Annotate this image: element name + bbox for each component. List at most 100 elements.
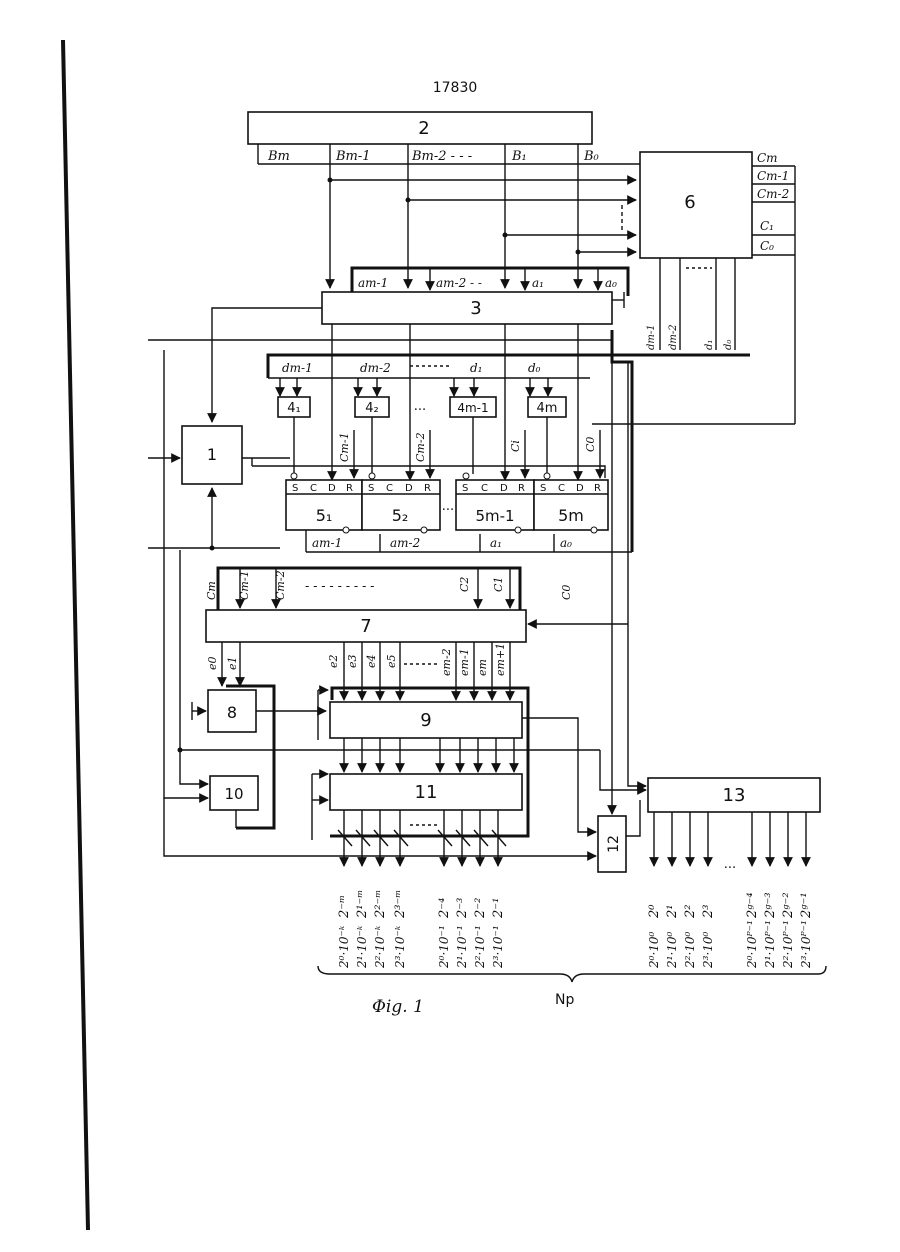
label-5-a0: a₀ <box>560 536 572 550</box>
label-6-c1: C₁ <box>760 219 774 233</box>
label-7-c0: C0 <box>560 585 573 600</box>
block-11-label: 11 <box>415 782 438 803</box>
output-label-right-power-3: 2³ <box>701 905 716 919</box>
label-5-a1: a₁ <box>490 536 502 550</box>
block-8-label: 8 <box>227 703 237 722</box>
figure-caption: Φig. 1 <box>372 997 424 1017</box>
output-label-left-scaled-7: 2³·10⁻¹ <box>491 925 505 969</box>
ff4-d: D <box>576 483 584 494</box>
label-bm-1: Bm-1 <box>335 149 371 164</box>
output-label-right-scaled-4: 2⁰·10ᴾ⁻¹ <box>745 920 759 969</box>
output-label-right-scaled-1: 2¹·10⁰ <box>665 931 679 969</box>
output-label-right-power-1: 2¹ <box>665 905 680 919</box>
label-5-cm-1: Cm-1 <box>338 432 351 462</box>
label-3-a0: a₀ <box>605 276 617 290</box>
output-label-right-scaled-5: 2¹·10ᴾ⁻¹ <box>763 920 777 969</box>
output-label-left-power-4: 2⁻⁴ <box>437 898 452 919</box>
ff2-r: R <box>424 483 431 494</box>
label-d1: d₁ <box>470 361 483 375</box>
block-12-label: 12 <box>606 835 622 853</box>
block-9-label: 9 <box>420 710 431 731</box>
label-5-ci: Ci <box>509 440 522 452</box>
block-4-1-label: 4₁ <box>287 401 300 416</box>
ff1-s: S <box>292 483 298 494</box>
block-5-m-label: 5m <box>558 506 584 525</box>
label-d0: d₀ <box>528 361 541 375</box>
block-10-label: 10 <box>224 785 243 803</box>
output-label-left-power-7: 2⁻¹ <box>491 898 506 919</box>
label-6-dm-2: dm-2 <box>668 324 679 350</box>
ff2-d: D <box>405 483 413 494</box>
output-label-left-power-0: 2⁻ᵐ <box>337 895 352 919</box>
label-e3: e3 <box>346 654 359 668</box>
page-edge-line <box>63 40 88 1230</box>
block-6-label: 6 <box>684 192 695 213</box>
block-7-label: 7 <box>360 616 371 637</box>
output-label-np: Np <box>555 992 574 1008</box>
label-5-cm-2: Cm-2 <box>414 432 427 462</box>
block-1-label: 1 <box>207 445 217 464</box>
output-label-left-scaled-3: 2³·10⁻ᵏ <box>393 925 407 969</box>
block-3 <box>322 292 612 324</box>
output-label-right-power-2: 2² <box>683 905 698 919</box>
output-label-left-scaled-0: 2⁰·10⁻ᵏ <box>337 925 351 969</box>
ff3-s: S <box>462 483 468 494</box>
label-6-d0: d₀ <box>723 340 734 350</box>
label-3-a1: a₁ <box>532 276 544 290</box>
label-em-1: em-1 <box>458 648 471 676</box>
label-dm-1: dm-1 <box>282 361 313 375</box>
page-number: 17830 <box>433 80 478 96</box>
label-em-plus-1: em+1 <box>494 643 507 676</box>
label-e2: e2 <box>327 654 340 668</box>
label-7-c1: C1 <box>492 577 505 592</box>
label-e4: e4 <box>365 654 378 668</box>
block-4-2-label: 4₂ <box>365 401 378 416</box>
output-label-right-power-6: 2ᵍ⁻² <box>781 892 796 919</box>
label-6-dm-1: dm-1 <box>646 324 657 350</box>
label-5-am-1: am-1 <box>312 536 342 550</box>
output-label-left-scaled-4: 2⁰·10⁻¹ <box>437 925 451 969</box>
label-6-cm-1: Cm-1 <box>757 169 789 183</box>
label-e1: e1 <box>226 656 239 670</box>
label-dm-2: dm-2 <box>360 361 391 375</box>
label-6-cm-2: Cm-2 <box>757 187 789 201</box>
label-6-cm: Cm <box>757 151 778 165</box>
ff3-d: D <box>500 483 508 494</box>
block-5-1-label: 5₁ <box>316 506 333 525</box>
output-label-right-power-5: 2ᵍ⁻³ <box>763 892 778 919</box>
output-label-right-scaled-6: 2²·10ᴾ⁻¹ <box>781 920 795 969</box>
output-label-left-power-5: 2⁻³ <box>455 898 470 919</box>
label-bm: Bm <box>267 149 290 164</box>
block-5-m-1-label: 5m-1 <box>475 507 514 525</box>
output-label-left-power-1: 2¹⁻ᵐ <box>355 890 370 919</box>
block-5-2-label: 5₂ <box>392 506 409 525</box>
ellipsis-4: ... <box>414 399 426 414</box>
ff1-d: D <box>328 483 336 494</box>
label-3-am-2: am-2 - - <box>436 276 482 290</box>
output-label-right-scaled-0: 2⁰·10⁰ <box>647 931 661 969</box>
ellipsis-5: ... <box>442 499 454 514</box>
label-em-2: em-2 <box>440 648 453 676</box>
ff2-s: S <box>368 483 374 494</box>
label-em: em <box>476 659 489 676</box>
block-2-label: 2 <box>418 118 429 139</box>
label-6-d1: d₁ <box>704 340 715 350</box>
output-label-left-scaled-5: 2¹·10⁻¹ <box>455 925 469 969</box>
output-label-left-power-2: 2²⁻ᵐ <box>373 890 388 919</box>
output-label-right-scaled-2: 2²·10⁰ <box>683 931 697 969</box>
output-label-right-power-0: 2⁰ <box>647 904 662 919</box>
output-label-left-power-6: 2⁻² <box>473 898 488 919</box>
label-5-c0: C0 <box>584 437 597 452</box>
ff3-c: C <box>481 483 488 494</box>
output-label-left-scaled-2: 2²·10⁻ᵏ <box>373 925 387 969</box>
block-13-label: 13 <box>723 785 746 806</box>
output-label-left-power-3: 2³⁻ᵐ <box>393 890 408 919</box>
block-4-m-1-label: 4m-1 <box>457 401 488 415</box>
ff4-r: R <box>594 483 601 494</box>
label-e5: e5 <box>385 654 398 668</box>
label-e0: e0 <box>206 656 219 670</box>
label-b1: B₁ <box>511 149 527 164</box>
output-label-right-power-7: 2ᵍ⁻¹ <box>799 892 814 919</box>
